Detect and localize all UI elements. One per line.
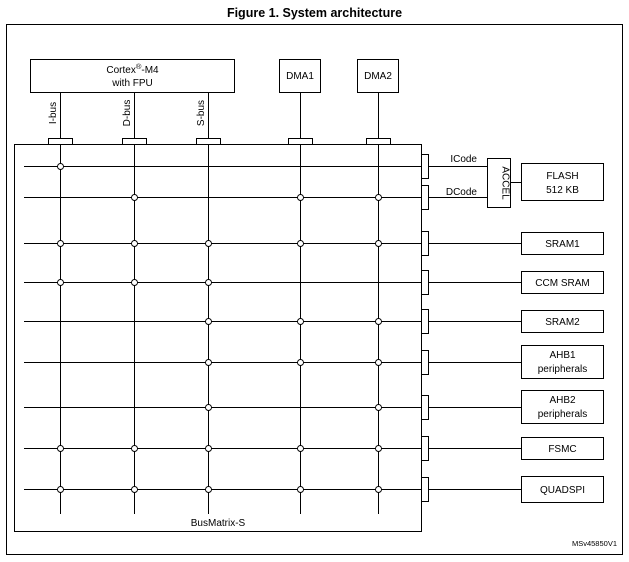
matrix-vertical-lines — [60, 144, 379, 514]
ahb2-sublabel: peripherals — [538, 409, 587, 420]
node-dma1-dcode — [297, 194, 304, 201]
node-ibus-ccm — [57, 279, 64, 286]
quadspi-port — [421, 477, 429, 502]
ccm-sram-port — [421, 270, 429, 295]
bus-matrix-label: BusMatrix-S — [191, 518, 246, 529]
sram2-label: SRAM2 — [545, 317, 580, 328]
cpu-subtitle: with FPU — [111, 78, 153, 89]
sram1-label: SRAM1 — [545, 239, 580, 250]
node-dma1-sram2 — [297, 318, 304, 325]
node-sbus-sram1 — [205, 240, 212, 247]
node-dma1-sram1 — [297, 240, 304, 247]
node-dma1-fsmc — [297, 445, 304, 452]
matrix-horizontal-lines — [24, 166, 422, 490]
flash-label: FLASH — [546, 171, 578, 182]
fsmc-port — [421, 436, 429, 461]
ahb1-box — [521, 345, 604, 379]
figure-id: MSv45850V1 — [572, 539, 617, 548]
flash-box — [521, 163, 604, 201]
node-ibus-sram1 — [57, 240, 64, 247]
bus-matrix-box — [14, 144, 422, 532]
node-dma2-sram1 — [375, 240, 382, 247]
ahb1-label: AHB1 — [549, 350, 576, 361]
ahb2-label: AHB2 — [549, 395, 576, 406]
node-dma2-ahb2 — [375, 404, 382, 411]
flash-path: ICode DCode ACCEL FLASH 512 KB — [428, 154, 604, 208]
ibus-port — [48, 138, 73, 145]
slave-blocks: SRAM1 CCM SRAM SRAM2 AHB1 peripherals AH… — [428, 232, 604, 503]
icode-label: ICode — [450, 154, 477, 165]
sbus-port — [196, 138, 221, 145]
cpu-box — [30, 59, 235, 93]
accel-box — [487, 158, 511, 208]
quadspi-label: QUADSPI — [540, 485, 585, 496]
dma1-port — [288, 138, 313, 145]
ahb1-sublabel: peripherals — [538, 364, 587, 375]
fsmc-label: FSMC — [548, 444, 576, 455]
node-dbus-quadspi — [131, 486, 138, 493]
dcode-label: DCode — [446, 187, 478, 198]
node-sbus-quadspi — [205, 486, 212, 493]
node-dbus-dcode — [131, 194, 138, 201]
node-sbus-sram2 — [205, 318, 212, 325]
node-ibus-fsmc — [57, 445, 64, 452]
node-ibus-quadspi — [57, 486, 64, 493]
node-dma2-fsmc — [375, 445, 382, 452]
node-dma2-quadspi — [375, 486, 382, 493]
dbus-port — [122, 138, 147, 145]
dma1-label: DMA1 — [286, 71, 314, 82]
node-dma1-ahb1 — [297, 359, 304, 366]
dbus-label: D-bus — [122, 100, 133, 127]
ahb2-port — [421, 395, 429, 420]
sram2-port — [421, 309, 429, 334]
quadspi-box — [521, 476, 604, 503]
figure-title: Figure 1. System architecture — [227, 6, 402, 20]
node-sbus-ahb1 — [205, 359, 212, 366]
ccm-sram-box — [521, 271, 604, 294]
node-sbus-ahb2 — [205, 404, 212, 411]
sram1-port — [421, 231, 429, 256]
slave-ports — [421, 154, 429, 502]
node-sbus-ccm — [205, 279, 212, 286]
dma1-block: DMA1 — [279, 59, 321, 93]
figure-frame — [6, 24, 623, 555]
node-dbus-ccm — [131, 279, 138, 286]
dma2-port — [366, 138, 391, 145]
ahb2-box — [521, 390, 604, 424]
sram2-box — [521, 310, 604, 333]
cortex-m4-block: Cortex®-M4 with FPU — [30, 59, 235, 93]
accel-label: ACCEL — [500, 166, 511, 200]
dma2-box — [357, 59, 399, 93]
node-dma2-dcode — [375, 194, 382, 201]
node-dbus-sram1 — [131, 240, 138, 247]
sbus-label: S-bus — [196, 100, 207, 126]
node-sbus-fsmc — [205, 445, 212, 452]
node-ibus-icode — [57, 163, 64, 170]
fsmc-box — [521, 437, 604, 460]
dcode-port — [421, 185, 429, 210]
flash-size-label: 512 KB — [546, 185, 579, 196]
dma2-label: DMA2 — [364, 71, 392, 82]
icode-port — [421, 154, 429, 179]
node-dbus-fsmc — [131, 445, 138, 452]
matrix-nodes — [57, 163, 382, 493]
node-dma2-ahb1 — [375, 359, 382, 366]
ahb1-port — [421, 350, 429, 375]
sram1-box — [521, 232, 604, 255]
node-dma2-sram2 — [375, 318, 382, 325]
cpu-title: Cortex®-M4 — [106, 62, 159, 76]
node-dma1-quadspi — [297, 486, 304, 493]
ccm-sram-label: CCM SRAM — [535, 278, 589, 289]
ibus-label: I-bus — [48, 102, 59, 124]
dma2-block: DMA2 — [357, 59, 399, 93]
